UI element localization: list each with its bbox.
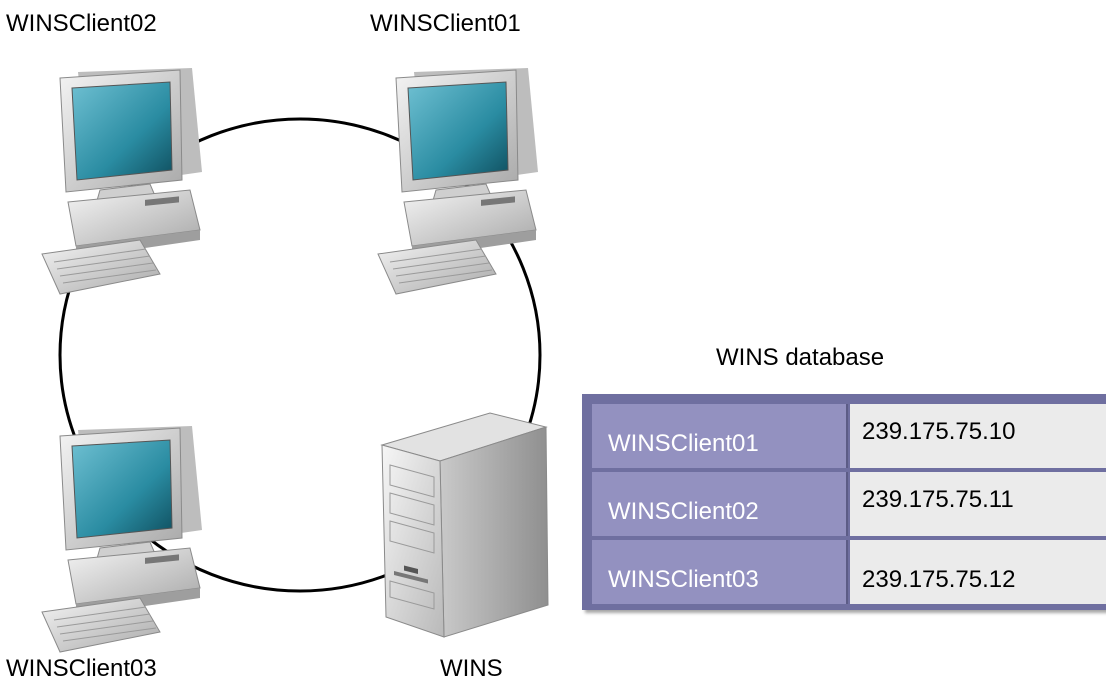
- wins-database-table: WINSClient01 239.175.75.10 WINSClient02 …: [582, 394, 1106, 610]
- ip-cell: 239.175.75.11: [850, 472, 1106, 536]
- wins-server-label: WINS: [440, 655, 503, 682]
- tower-server-icon: [380, 412, 549, 638]
- ip-address: 239.175.75.11: [862, 486, 1014, 513]
- table-row: WINSClient03 239.175.75.12: [592, 540, 1106, 604]
- database-title: WINS database: [716, 344, 885, 371]
- name-cell: WINSClient01: [592, 404, 848, 468]
- client02-label: WINSClient02: [6, 10, 157, 37]
- name-cell: WINSClient03: [592, 540, 848, 604]
- table-row: WINSClient01 239.175.75.10: [592, 404, 1106, 468]
- ip-address: 239.175.75.10: [862, 418, 1016, 445]
- desktop-computer-icon: [41, 426, 202, 653]
- client-name: WINSClient01: [608, 430, 759, 457]
- client03-label: WINSClient03: [6, 655, 157, 682]
- client-name: WINSClient03: [608, 566, 759, 593]
- ip-cell: 239.175.75.12: [850, 540, 1106, 604]
- name-cell: WINSClient02: [592, 472, 848, 536]
- desktop-computer-icon: [377, 68, 538, 295]
- ip-cell: 239.175.75.10: [850, 404, 1106, 468]
- table-row: WINSClient02 239.175.75.11: [592, 472, 1106, 536]
- client-name: WINSClient02: [608, 498, 759, 525]
- client01-label: WINSClient01: [370, 10, 521, 37]
- ip-address: 239.175.75.12: [862, 566, 1016, 593]
- desktop-computer-icon: [41, 68, 202, 295]
